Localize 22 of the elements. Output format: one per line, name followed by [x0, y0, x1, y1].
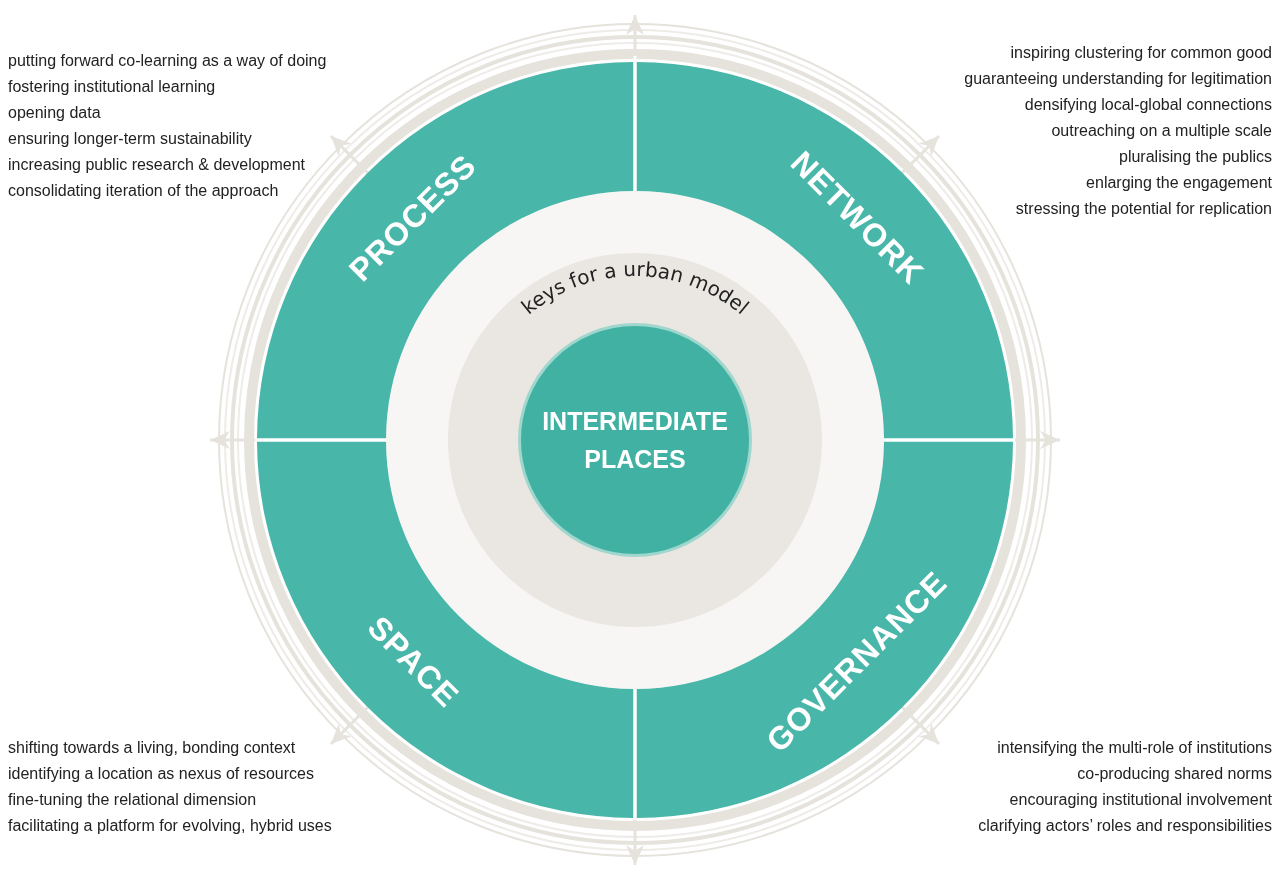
list-item-text: densifying local-global connections: [1023, 95, 1272, 115]
list-item-text: ensuring longer-term sustainability: [8, 129, 253, 149]
list-item-text: inspiring clustering for common good: [1009, 43, 1272, 63]
list-item-text: increasing public research & development: [8, 155, 307, 175]
list-item-text: guaranteeing understanding for legitimation: [964, 69, 1272, 89]
center-title: INTERMEDIATE PLACES: [541, 406, 729, 475]
list-item-text: intensifying the multi-role of institutions: [996, 738, 1272, 758]
list-item-text: enlarging the engagement: [1085, 173, 1272, 193]
list-item-text: identifying a location as nexus of resources: [8, 764, 315, 784]
list-item-text: facilitating a platform for evolving, hybrid uses: [8, 816, 332, 836]
list-item-text: opening data: [8, 103, 102, 123]
list-item-text: fine-tuning the relational dimension: [8, 790, 258, 810]
list-item-text: co-producing shared norms: [1076, 764, 1272, 784]
list-item-text: consolidating iteration of the approach: [8, 181, 280, 201]
list-item-text: pluralising the publics: [1118, 147, 1272, 167]
list-item-text: clarifying actors’ roles and responsibilities: [978, 816, 1272, 836]
list-item-text: shifting towards a living, bonding context: [8, 738, 297, 758]
list-item-text: stressing the potential for replication: [1014, 199, 1272, 219]
list-item-text: putting forward co-learning as a way of doing: [8, 51, 327, 71]
list-item-text: fostering institutional learning: [8, 77, 217, 97]
list-item-text: encouraging institutional involvement: [1008, 790, 1272, 810]
list-item-text: outreaching on a multiple scale: [1050, 121, 1272, 141]
